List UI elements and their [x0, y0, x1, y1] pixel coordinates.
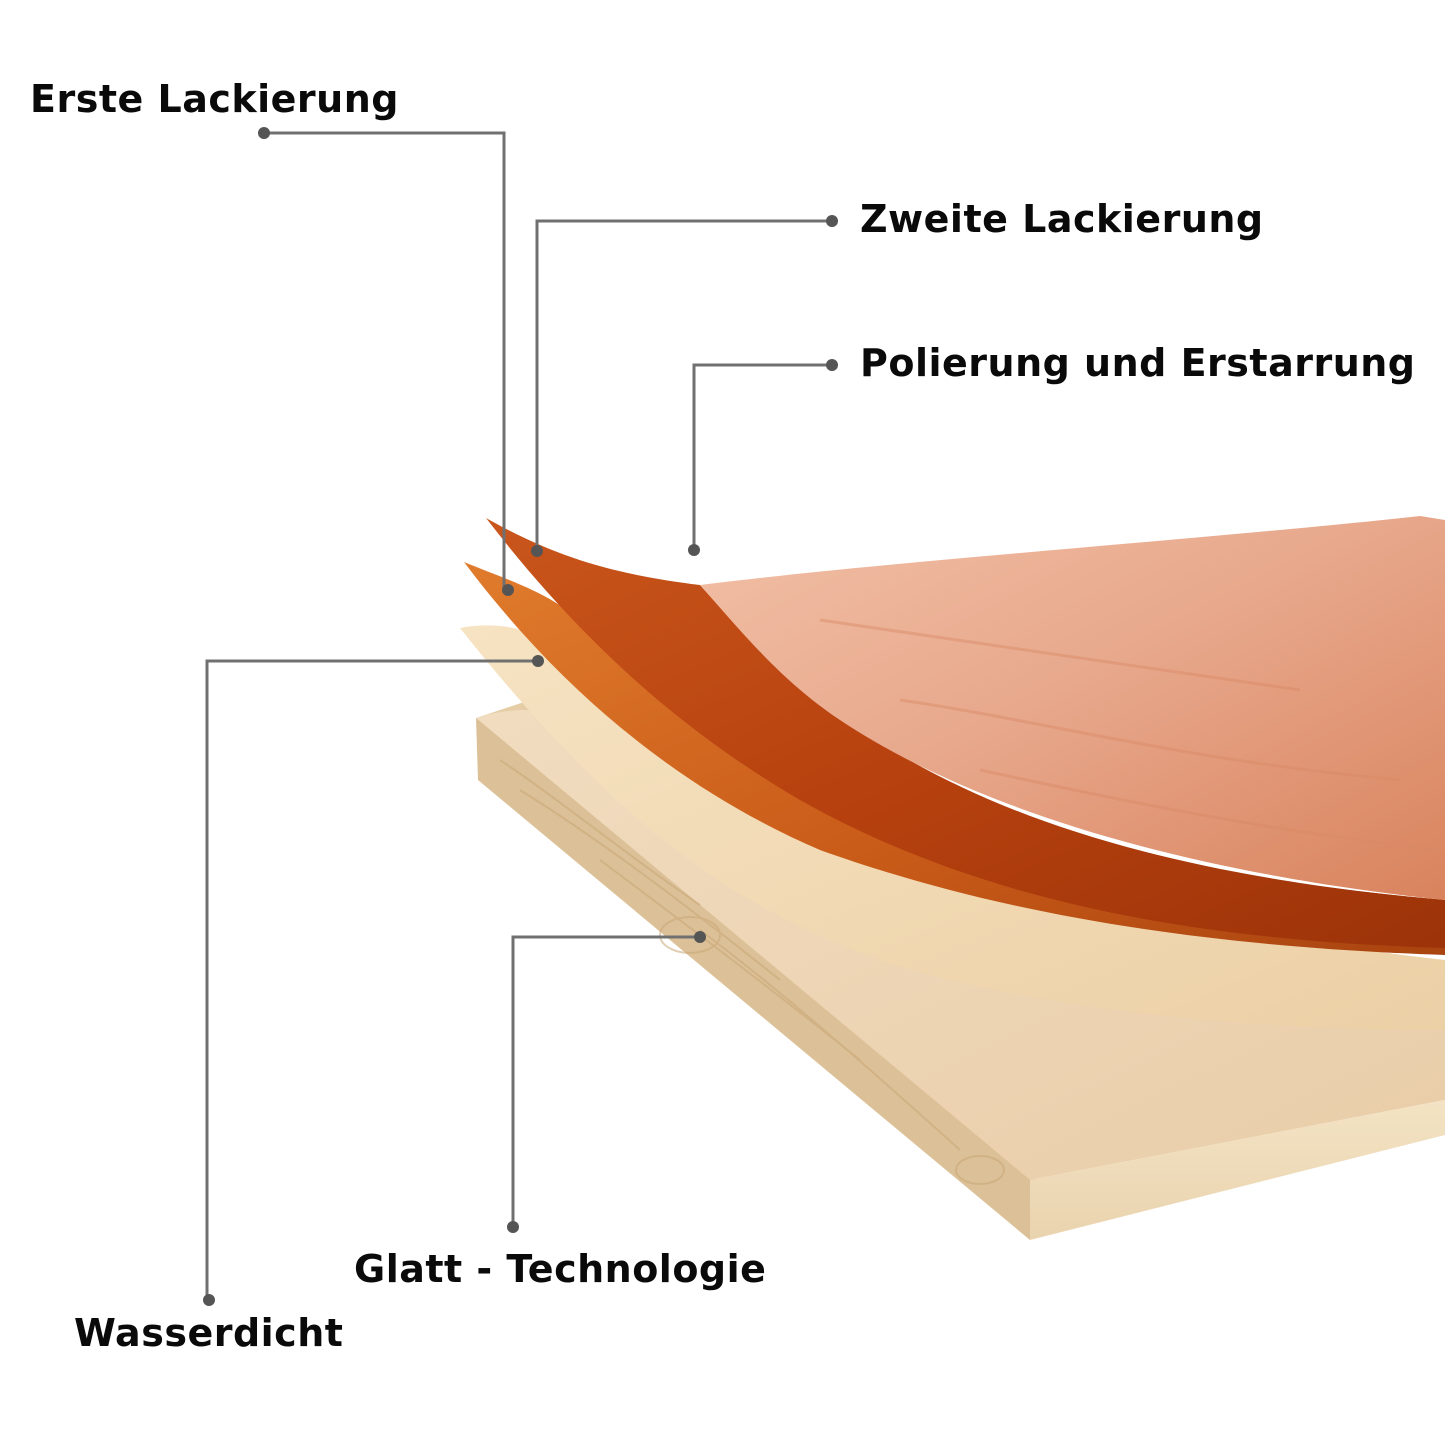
leader-waterproof [205, 659, 538, 1298]
label-first-coat: Erste Lackierung [30, 77, 399, 121]
label-smooth-technology: Glatt - Technologie [354, 1247, 767, 1291]
dot-first-coat-label [258, 127, 270, 139]
label-second-coat: Zweite Lackierung [860, 197, 1264, 241]
board-grain [499, 759, 1005, 1185]
veneer-grain [819, 618, 1441, 852]
top-veneer-edge [486, 518, 1445, 948]
dot-smooth-label [507, 1221, 519, 1233]
dot-polish-label [826, 359, 838, 371]
label-waterproof: Wasserdicht [74, 1311, 344, 1355]
dot-polish-target [688, 544, 700, 556]
dot-first-coat-target [502, 584, 514, 596]
dot-smooth-target [694, 931, 706, 943]
board-front-face [1030, 1100, 1445, 1240]
leader-smooth [511, 935, 700, 1226]
dot-waterproof-target [532, 655, 544, 667]
dot-second-coat-target [531, 545, 543, 557]
top-veneer-surface [700, 516, 1445, 900]
board-side [476, 718, 1030, 1240]
leader-first-coat [264, 131, 506, 590]
leader-polish [692, 363, 832, 550]
label-polish: Polierung und Erstarrung [860, 341, 1416, 385]
leader-dots [203, 127, 838, 1306]
leader-lines [205, 131, 832, 1298]
dot-waterproof-label [203, 1294, 215, 1306]
leader-second-coat [535, 219, 832, 548]
dot-second-coat-label [826, 215, 838, 227]
